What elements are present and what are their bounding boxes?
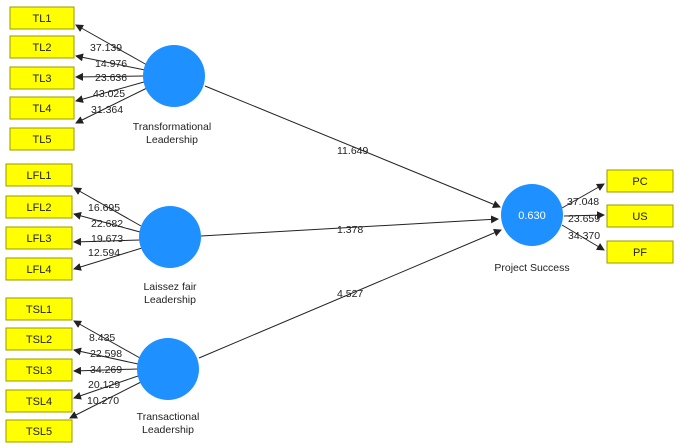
construct-circle[interactable] [501,184,563,246]
loading-weight-tsl1: 8.435 [89,332,115,344]
loading-weight-tl2: 14.976 [95,58,127,70]
loading-weight-tl4: 43.025 [93,88,125,100]
loading-weight-lfl1: 16.695 [88,202,120,214]
loading-weight-pc: 37.048 [567,196,599,208]
path-coefficient-transactional: 4.527 [337,288,363,300]
loading-arrow-tsl5 [69,381,142,419]
construct-transactional-leadership[interactable]: TSL1 TSL2 TSL3 TSL4 TSL5 8.435 22.598 34… [5,297,200,443]
path-arrow-transformational-to-success[interactable] [204,85,501,209]
indicator-box-tsl4[interactable]: TSL4 [5,389,73,413]
loading-arrow-tl1 [75,24,148,66]
construct-name-line2: Leadership [144,294,196,306]
construct-name-line1: Transformational [133,121,211,133]
indicator-box-lfl1[interactable]: LFL1 [5,163,73,187]
structural-paths: 11.649 1.378 4.527 [198,85,502,359]
indicator-box-tsl5[interactable]: TSL5 [5,419,73,443]
loading-arrow-tl3 [75,72,144,81]
construct-name-line2: Leadership [142,424,194,436]
indicator-box-tl4[interactable]: TL4 [9,96,75,120]
indicator-box-pc[interactable]: PC [606,169,674,193]
indicator-label: TL5 [33,134,52,146]
loading-arrow-pc [561,183,605,209]
loading-weight-tsl5: 10.270 [87,395,119,407]
loading-arrow-lfl2 [73,211,141,233]
loading-weight-tl5: 31.364 [91,104,123,116]
path-coefficient-laissez-faire: 1.378 [337,224,363,236]
indicator-box-lfl3[interactable]: LFL3 [5,226,73,250]
construct-project-success[interactable]: 0.630 Project Success 37.048 23.659 34.3… [494,169,674,274]
indicator-label: TSL2 [26,334,52,346]
indicator-label: TL4 [33,103,52,115]
loading-arrow-tl2 [75,53,146,71]
indicator-box-tsl1[interactable]: TSL1 [5,297,73,321]
loading-arrow-tsl1 [73,320,141,359]
indicator-label: LFL3 [26,233,51,245]
indicator-label: TSL1 [26,304,52,316]
indicator-label: TSL5 [26,426,52,438]
indicator-box-tl3[interactable]: TL3 [9,66,75,90]
indicator-label: LFL2 [26,202,51,214]
path-arrow-laissez-faire-to-success[interactable] [200,215,499,237]
loading-weight-lfl2: 22.682 [91,218,123,230]
loading-arrow-lfl3 [73,237,141,246]
indicator-box-lfl4[interactable]: LFL4 [5,257,73,281]
indicator-label: TL2 [33,42,52,54]
loading-weight-pf: 34.370 [568,230,600,242]
indicator-label: TL1 [33,13,52,25]
loading-weight-tsl4: 20.129 [88,379,120,391]
indicator-label: US [632,211,647,223]
indicator-box-tl5[interactable]: TL5 [9,127,75,151]
loading-arrow-tl5 [75,87,148,124]
indicator-label: TL3 [33,73,52,85]
indicator-box-tl1[interactable]: TL1 [9,6,75,30]
loading-weight-lfl3: 19.673 [91,233,123,245]
loading-weight-tsl3: 34.269 [90,364,122,376]
construct-laissez-faire-leadership[interactable]: LFL1 LFL2 LFL3 LFL4 16.695 22.682 19.673… [5,163,201,306]
indicator-label: LFL1 [26,170,51,182]
loading-weight-tl1: 37.139 [90,42,122,54]
loading-arrow-us [563,211,605,220]
indicator-box-lfl2[interactable]: LFL2 [5,195,73,219]
loading-arrow-lfl1 [73,187,142,227]
construct-name-line1: Laissez fair [143,281,197,293]
loading-arrow-pf [561,224,605,251]
loading-arrow-tsl3 [73,366,138,375]
loading-arrow-tsl4 [73,375,139,400]
indicator-box-tsl2[interactable]: TSL2 [5,327,73,351]
indicator-label: TSL3 [26,365,52,377]
construct-circle[interactable] [143,45,205,107]
loading-weight-lfl4: 12.594 [88,247,120,259]
indicator-label: LFL4 [26,264,51,276]
indicator-box-pf[interactable]: PF [606,240,674,264]
indicator-box-tsl3[interactable]: TSL3 [5,358,73,382]
path-arrow-transactional-to-success[interactable] [198,229,502,359]
indicator-label: PC [632,176,647,188]
loading-arrow-lfl4 [73,247,143,271]
loading-arrow-tsl2 [73,347,139,365]
r-squared-value: 0.630 [518,210,546,222]
construct-circle[interactable] [139,206,201,268]
loading-weight-tl3: 23.636 [95,72,127,84]
construct-name-line2: Leadership [146,134,198,146]
loading-arrow-tl4 [75,81,145,103]
path-coefficient-transformational: 11.649 [337,145,368,157]
construct-circle[interactable] [137,338,199,400]
loading-weight-tsl2: 22.598 [90,348,122,360]
construct-transformational-leadership[interactable]: TL1 TL2 TL3 TL4 TL5 37.139 14.976 23.636… [9,6,211,151]
indicator-box-us[interactable]: US [606,204,674,228]
construct-name-line1: Transactional [137,411,200,423]
indicator-box-tl2[interactable]: TL2 [9,35,75,59]
construct-name-line1: Project Success [494,262,569,274]
indicator-label: TSL4 [26,396,52,408]
indicator-label: PF [633,247,647,259]
loading-weight-us: 23.659 [568,213,600,225]
